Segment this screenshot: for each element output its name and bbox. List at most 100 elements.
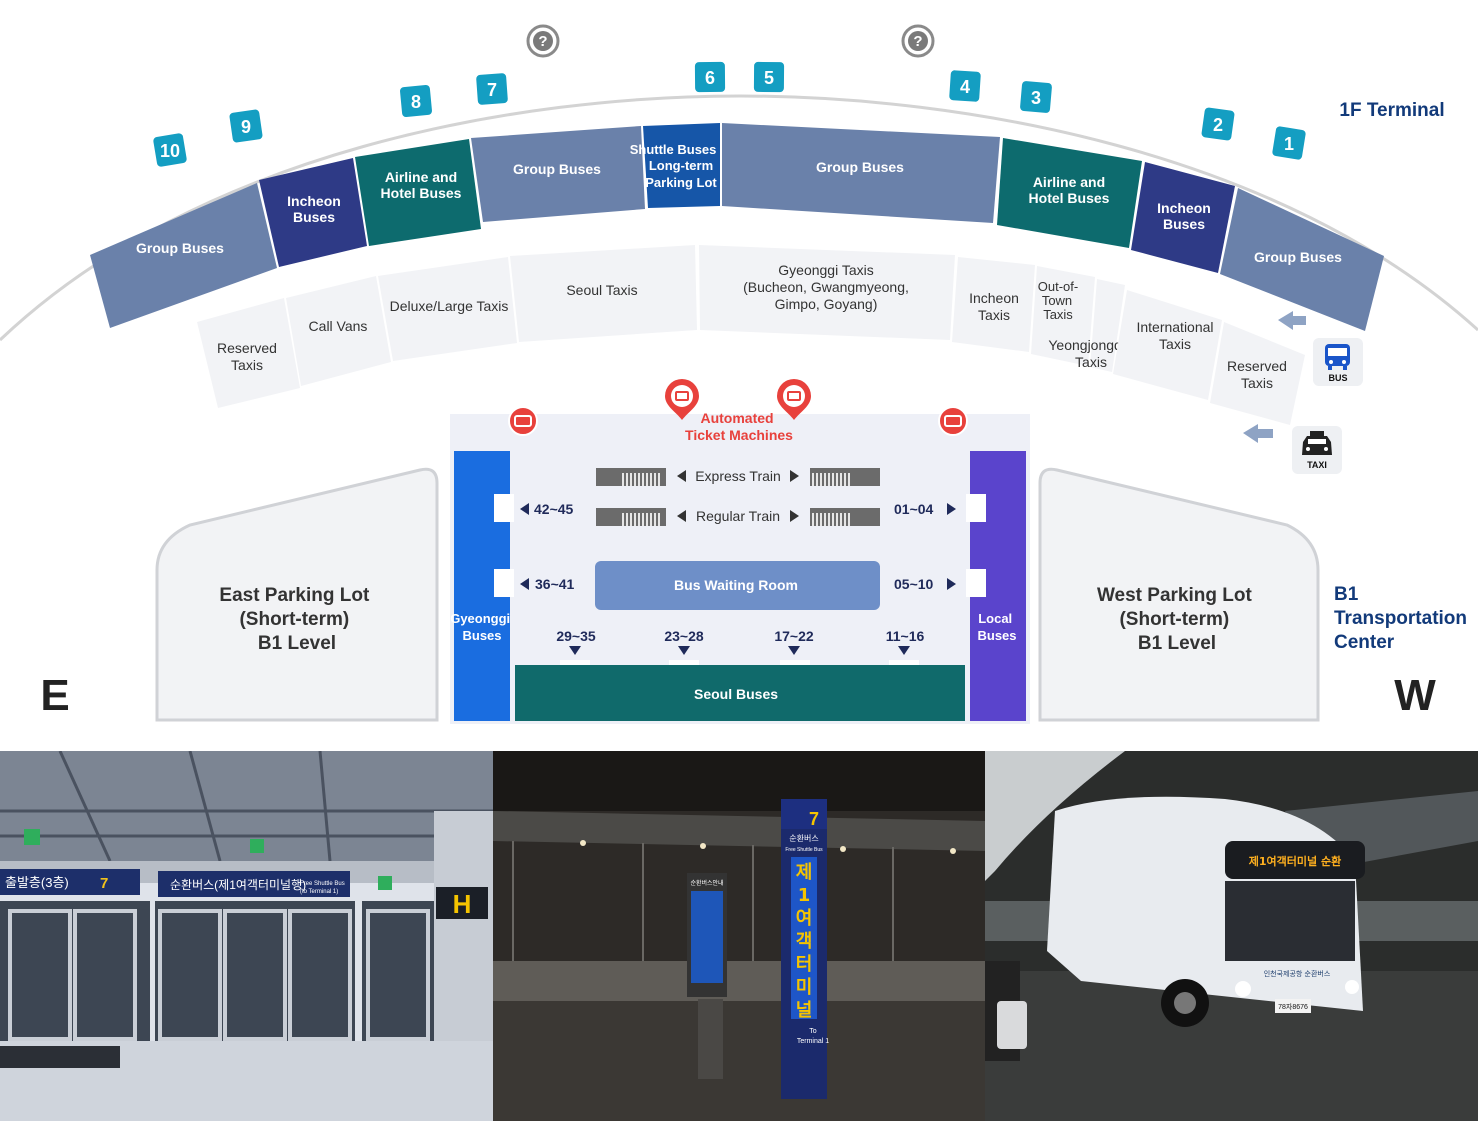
svg-text:Free Shuttle Bus: Free Shuttle Bus (300, 881, 345, 887)
help-icon[interactable]: ? (526, 24, 560, 58)
ticket-machines-label: Automated Ticket Machines (685, 410, 793, 443)
seoul-buses-zone: Seoul Buses (515, 665, 965, 721)
svg-text:8: 8 (411, 92, 421, 112)
svg-text:Group Buses: Group Buses (1254, 249, 1342, 265)
svg-text:Group Buses: Group Buses (513, 161, 601, 177)
train-platform-stripe (828, 513, 830, 526)
door-badge-8: 8 (400, 85, 432, 117)
train-platform-stripe (634, 513, 636, 526)
door-badge-3: 3 (1020, 81, 1052, 113)
svg-text:West Parking Lot (Short-: West Parking Lot (Short-term) B1 Level (1097, 585, 1257, 654)
west-parking-lot: West Parking Lot (Short-term) B1 Level (1038, 467, 1320, 722)
svg-text:Call Vans: Call Vans (309, 318, 368, 334)
terminal-outline-arc (0, 94, 1478, 342)
terminal-1f-title: 1F Terminal (1339, 100, 1444, 121)
train-platform-stripe (638, 513, 640, 526)
gate-label-south-3: 17~22 (774, 628, 814, 655)
train-platform-stripe (816, 513, 818, 526)
train-platform-stripe (848, 513, 850, 526)
svg-text:?: ? (913, 33, 922, 50)
train-platform-stripe (642, 513, 644, 526)
train-platform-stripe (824, 473, 826, 486)
svg-text:순환버스: 순환버스 (789, 833, 818, 843)
svg-text:Regular Train: Regular Train (696, 508, 780, 524)
svg-text:널: 널 (795, 1000, 812, 1021)
svg-text:순환버스(제1여객터미널행): 순환버스(제1여객터미널행) (170, 877, 306, 892)
taxi-zone-call-vans: Call Vans (286, 276, 391, 386)
train-platform-stripe (812, 513, 814, 526)
gate-label-west-2: 36~41 (520, 576, 575, 592)
svg-text:1: 1 (797, 885, 810, 906)
train-platform-stripe (836, 473, 838, 486)
svg-text:To: To (809, 1028, 817, 1035)
taxi-legend-icon: TAXI (1292, 426, 1342, 474)
svg-text:23~28: 23~28 (664, 628, 704, 644)
svg-text:Seoul Taxis: Seoul Taxis (566, 282, 637, 298)
svg-text:05~10: 05~10 (894, 576, 934, 592)
door-badge-9: 9 (229, 109, 263, 143)
svg-text:객: 객 (795, 931, 812, 952)
svg-text:제1여객터미널 순환: 제1여객터미널 순환 (1249, 854, 1341, 868)
train-platform-stripe (840, 513, 842, 526)
svg-text:East Parking Lot (Short-: East Parking Lot (Short-term) B1 Level (219, 585, 374, 654)
taxi-zone-gyeonggi: Gyeonggi Taxis(Bucheon, Gwangmyeong,Gimp… (699, 245, 955, 340)
svg-text:순환버스안내: 순환버스안내 (690, 879, 723, 887)
svg-text:3: 3 (1031, 88, 1041, 108)
train-platform-stripe (812, 473, 814, 486)
gate-label-south-4: 11~16 (886, 628, 924, 655)
west-direction-letter: W (1394, 671, 1436, 720)
b1-transportation-title: B1 Transportation Center (1334, 584, 1472, 653)
svg-text:TAXI: TAXI (1307, 460, 1327, 470)
svg-text:인천국제공항 순환버스: 인천국제공항 순환버스 (1264, 969, 1331, 978)
svg-text:출발층(3층): 출발층(3층) (5, 875, 69, 890)
svg-text:Gyeonggi Taxis(Bucheon, Gwangm: Gyeonggi Taxis(Bucheon, Gwangmyeong,Gimp… (743, 262, 909, 312)
train-platform-stripe (828, 473, 830, 486)
taxi-zone-deluxe-large: Deluxe/Large Taxis (378, 257, 517, 361)
ticket-machine-pin-icon[interactable] (777, 379, 811, 420)
train-platform-stripe (658, 473, 660, 486)
door-badge-5: 5 (753, 61, 785, 93)
taxi-arrow (1243, 424, 1273, 443)
ticket-machine-pin-icon[interactable] (665, 379, 699, 420)
train-platform-stripe (634, 473, 636, 486)
svg-text:42~45: 42~45 (534, 501, 574, 517)
train-platform-stripe (844, 473, 846, 486)
train-platform-stripe (844, 513, 846, 526)
train-platform-stripe (646, 513, 648, 526)
train-platform-stripe (650, 473, 652, 486)
svg-text:7: 7 (809, 809, 819, 829)
ticket-machine-icon[interactable] (938, 406, 968, 436)
svg-text:Free Shuttle Bus: Free Shuttle Bus (785, 847, 823, 853)
svg-text:Group Buses: Group Buses (816, 159, 904, 175)
svg-text:Seoul Buses: Seoul Buses (694, 686, 778, 702)
ticket-machine-icon[interactable] (508, 406, 538, 436)
train-platform-stripe (654, 473, 656, 486)
help-icon[interactable]: ? (901, 24, 935, 58)
east-parking-lot: East Parking Lot (Short-term) B1 Level (155, 467, 439, 722)
svg-text:17~22: 17~22 (774, 628, 814, 644)
gate-label-west-1: 42~45 (520, 501, 574, 517)
svg-text:9: 9 (241, 117, 251, 137)
gate-label-south-2: 23~28 (664, 628, 704, 655)
train-platform-stripe (836, 513, 838, 526)
train-platform-stripe (658, 513, 660, 526)
svg-text:29~35: 29~35 (556, 628, 596, 644)
train-platform-stripe (626, 473, 628, 486)
svg-text:H: H (453, 889, 472, 919)
door-badge-4: 4 (949, 70, 981, 102)
svg-text:(to Terminal 1): (to Terminal 1) (300, 889, 338, 895)
gate-label-south-1: 29~35 (556, 628, 596, 655)
